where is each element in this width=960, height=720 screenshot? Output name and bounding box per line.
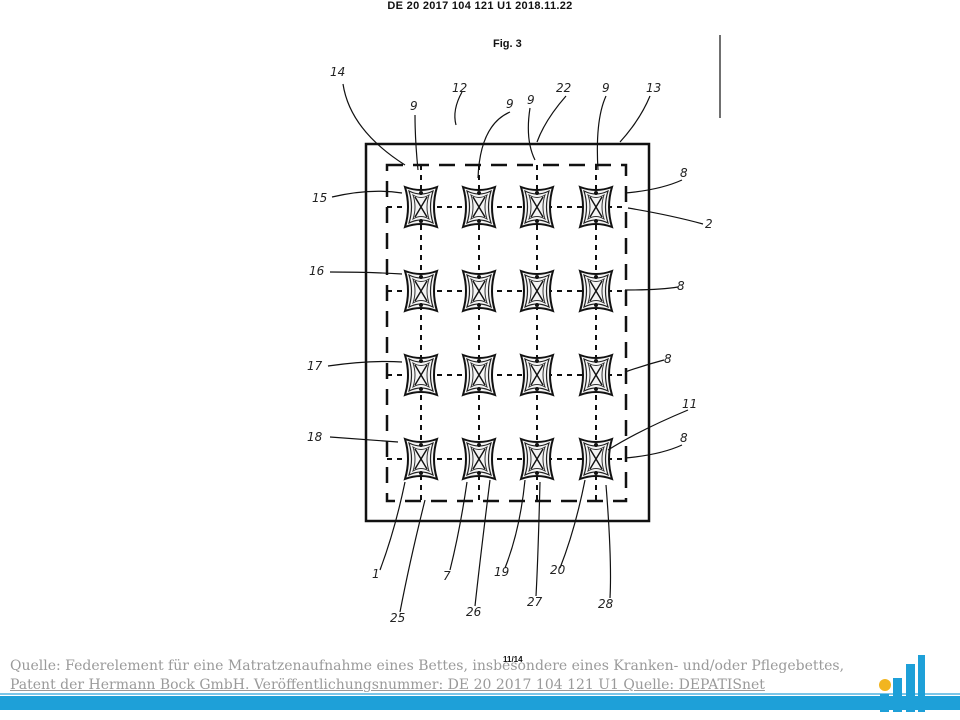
leader-line — [380, 482, 405, 570]
ref-13: 13 — [646, 81, 661, 95]
leader-line — [625, 287, 678, 290]
leader-line — [528, 108, 535, 160]
caption-source-link[interactable]: Patent der Hermann Bock GmbH. Veröffentl… — [10, 677, 765, 693]
leader-line — [597, 96, 606, 170]
leader-line — [343, 84, 405, 165]
ref-8d: 8 — [680, 431, 688, 445]
spring-element — [463, 439, 495, 479]
ref-18: 18 — [307, 430, 323, 444]
leader-line — [400, 500, 425, 612]
ref-8b: 8 — [677, 279, 685, 293]
leader-line — [625, 360, 664, 372]
ref-28: 28 — [598, 597, 614, 611]
ref-1: 1 — [372, 567, 380, 581]
ref-19: 19 — [494, 565, 509, 579]
spring-elements — [405, 187, 612, 479]
spring-element — [580, 271, 612, 311]
ref-8a: 8 — [680, 166, 688, 180]
spring-element — [405, 439, 437, 479]
ref-14: 14 — [330, 65, 345, 79]
leader-line — [606, 485, 611, 598]
spring-element — [521, 187, 553, 227]
ref-12: 12 — [452, 81, 467, 95]
spring-element — [405, 271, 437, 311]
leader-line — [450, 482, 467, 570]
spring-element — [463, 187, 495, 227]
leader-line — [455, 92, 462, 125]
leader-line — [415, 115, 418, 170]
spring-element — [580, 439, 612, 479]
leader-line — [620, 96, 650, 142]
ref-9c: 9 — [527, 93, 535, 107]
caption-line-1: Quelle: Federelement für eine Matratzena… — [10, 657, 910, 676]
spring-element — [463, 271, 495, 311]
leader-line — [505, 480, 525, 568]
ref-27: 27 — [527, 595, 543, 609]
spring-element — [405, 187, 437, 227]
spring-element — [521, 271, 553, 311]
leader-line — [628, 208, 703, 224]
ref-15: 15 — [312, 191, 327, 205]
spring-element — [405, 355, 437, 395]
ref-7: 7 — [443, 569, 451, 583]
source-caption: Quelle: Federelement für eine Matratzena… — [10, 657, 910, 695]
patent-drawing: 14 12 9 9 9 22 9 13 15 8 2 16 8 17 8 11 … — [0, 0, 960, 650]
leader-line — [475, 480, 490, 606]
ref-11: 11 — [682, 397, 697, 411]
ref-9b: 9 — [506, 97, 514, 111]
leader-line — [625, 180, 682, 193]
spring-element — [521, 355, 553, 395]
ref-9d: 9 — [602, 81, 610, 95]
spring-element — [521, 439, 553, 479]
footer-accent-line — [0, 693, 960, 695]
ref-8c: 8 — [664, 352, 672, 366]
leader-line — [537, 96, 566, 142]
leader-line — [560, 480, 585, 568]
ref-16: 16 — [309, 264, 325, 278]
spring-element — [580, 187, 612, 227]
ref-20: 20 — [550, 563, 566, 577]
ref-22: 22 — [556, 81, 571, 95]
ref-9a: 9 — [410, 99, 418, 113]
footer-bar — [0, 696, 960, 710]
company-logo-icon — [873, 652, 927, 714]
ref-25: 25 — [390, 611, 405, 625]
spring-element — [463, 355, 495, 395]
leader-line — [330, 437, 398, 442]
leader-line — [625, 445, 682, 458]
ref-2: 2 — [705, 217, 713, 231]
ref-26: 26 — [466, 605, 482, 619]
spring-element — [580, 355, 612, 395]
ref-17: 17 — [307, 359, 323, 373]
